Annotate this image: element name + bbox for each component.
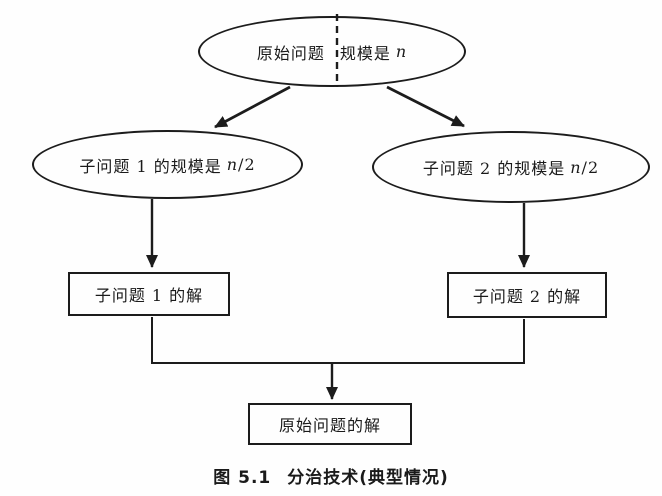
figure-number: 图 5.1 bbox=[213, 468, 272, 488]
original-problem-label: 原始问题 bbox=[256, 43, 325, 63]
figure-caption: 图 5.1 分治技术(典型情况) bbox=[0, 463, 662, 488]
node-original-problem: 原始问题 规模是 n bbox=[198, 16, 466, 87]
arrow-top-to-left-subproblem bbox=[214, 85, 291, 129]
arrow-top-to-right-subproblem bbox=[386, 85, 465, 128]
node-original-problem-solution: 原始问题的解 bbox=[248, 403, 412, 445]
original-problem-size-label: 规模是 bbox=[339, 43, 391, 63]
subproblem-2-solution-label: 子问题 2 的解 bbox=[472, 287, 582, 306]
subproblem-1-solution-label: 子问题 1 的解 bbox=[94, 286, 204, 305]
size-divisor: /2 bbox=[238, 155, 256, 174]
figure-title: 分治技术(典型情况) bbox=[287, 468, 449, 488]
size-variable-n: n bbox=[226, 155, 239, 174]
node-subproblem-2-solution: 子问题 2 的解 bbox=[447, 272, 607, 318]
original-problem-solution-label: 原始问题的解 bbox=[278, 416, 381, 435]
size-divisor: /2 bbox=[581, 157, 600, 177]
size-variable-n: n bbox=[395, 42, 408, 61]
size-variable-n: n bbox=[570, 157, 582, 177]
subproblem-1-size-label: 子问题 1 的规模是 bbox=[79, 156, 222, 176]
node-subproblem-2: 子问题 2 的规模是 n /2 bbox=[372, 131, 650, 203]
merge-connector-line bbox=[151, 317, 525, 364]
subproblem-2-size-label: 子问题 2 的规模是 bbox=[422, 159, 566, 178]
node-subproblem-1-solution: 子问题 1 的解 bbox=[68, 272, 230, 316]
node-subproblem-1: 子问题 1 的规模是 n /2 bbox=[32, 130, 303, 199]
